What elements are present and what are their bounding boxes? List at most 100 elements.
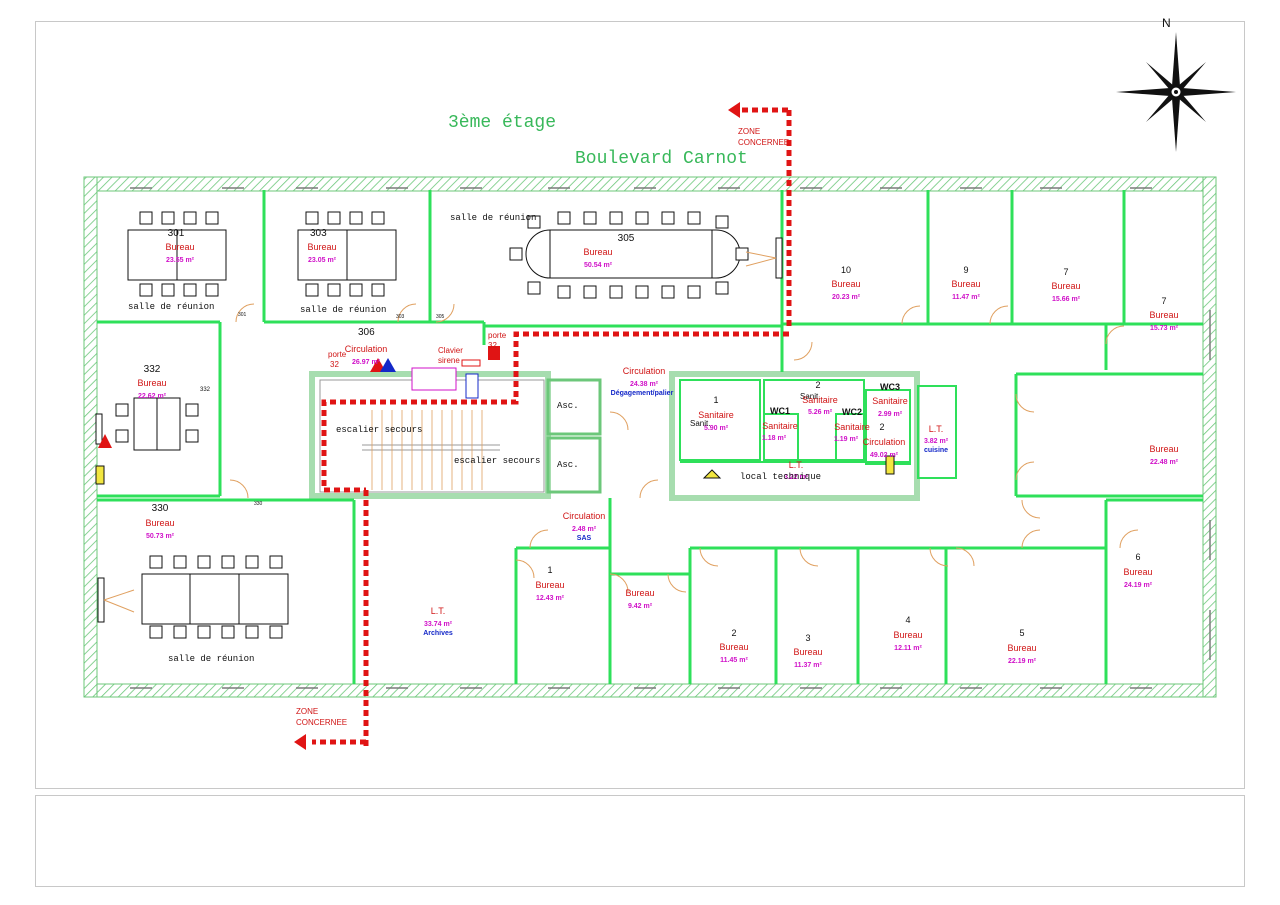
wc3-number: WC3 [880,382,900,392]
zone-label-top-2: CONCERNEE [738,138,789,147]
projector-screens [95,237,783,623]
lt-small-type: L.T. [929,424,944,434]
wc1-number: WC1 [770,406,790,416]
outer-walls [83,176,1217,698]
room-305-area: 50.54 m² [584,262,613,269]
room-303-note: salle de réunion [300,305,386,315]
door-332-label: 332 [200,387,211,393]
sanitaire-2-type: Sanitaire [802,395,838,405]
room-330-note: salle de réunion [168,654,254,664]
room-330-type: Bureau [145,518,174,528]
zone-label-bottom-2: CONCERNEE [296,718,347,727]
room-7a-area: 15.66 m² [1052,296,1081,303]
bureau-4-number: 4 [905,615,910,625]
lt-small-area: 3.82 m² [924,438,949,445]
room-301-note: salle de réunion [128,302,214,312]
bureau-1-type: Bureau [535,580,564,590]
room-305-type: Bureau [583,247,612,257]
zone-label-bottom-1: ZONE [296,707,318,716]
bureau-2-area: 11.45 m² [720,657,748,664]
lift-a-label: Asc. [557,401,579,411]
bureau-1-number: 1 [547,565,552,575]
room-332-type: Bureau [137,378,166,388]
elevator-shafts [546,378,602,494]
bureau-5-type: Bureau [1007,643,1036,653]
stairs-label-b: escalier secours [454,456,540,466]
sas-type: Circulation [563,511,606,521]
room-332-area: 22.62 m² [138,393,167,400]
lt-small-note: cuisine [924,447,948,454]
furniture [115,211,749,639]
north-label: N [1162,16,1171,30]
sanitaire-2-area: 5.26 m² [808,409,833,416]
sirene-label: sirene [438,356,460,365]
clavier-label: Clavier [438,346,463,355]
bureau-4-area: 12.11 m² [894,645,922,652]
archives-area: 33.74 m² [424,621,453,628]
bureau-3-type: Bureau [793,647,822,657]
sas-area: 2.48 m² [572,526,597,533]
door-swings [229,303,1139,593]
porte-b-number: 32 [488,341,497,350]
stairs-label-a: escalier secours [336,425,422,435]
room-303-number: 303 [310,228,327,239]
room-9-area: 11.47 m² [952,294,980,301]
room-9-number: 9 [963,265,968,275]
wc3-type: Sanitaire [872,396,908,406]
circ2-type: Circulation [863,437,906,447]
room-7a-number: 7 [1063,267,1068,277]
wc2-number: WC2 [842,407,862,417]
circ2-number: 2 [879,422,884,432]
room-7b-number: 7 [1161,296,1166,306]
bureau-small-type: Bureau [625,588,654,598]
safety-equipment [95,346,895,485]
zone-label-top-1: ZONE [738,127,760,136]
bureau-2-type: Bureau [719,642,748,652]
room-306-area: 26.97 m² [352,359,381,366]
door-330-label: 330 [254,501,263,507]
circ2-area: 49.02 m² [870,452,899,459]
door-301-label: 301 [238,312,247,318]
bureau-east-type: Bureau [1149,444,1178,454]
bureau-6-number: 6 [1135,552,1140,562]
interior-walls [97,190,1203,684]
sanitaire-1-number: 1 [713,395,718,405]
room-9-type: Bureau [951,279,980,289]
sanitary-block [679,379,957,479]
room-10-area: 20.23 m² [832,294,861,301]
room-332-number: 332 [144,364,161,375]
bureau-6-type: Bureau [1123,567,1152,577]
room-7b-type: Bureau [1149,310,1178,320]
bureau-5-area: 22.19 m² [1008,658,1037,665]
wc1-type: Sanitaire [762,421,798,431]
room-7a-type: Bureau [1051,281,1080,291]
sanitaire-2-note: Sanit. [800,392,820,401]
sanitaire-1-type: Sanitaire [698,410,734,420]
bureau-3-number: 3 [805,633,810,643]
bureau-4-type: Bureau [893,630,922,640]
room-306-circulation: Circulation [345,344,388,354]
circulation-main-type: Circulation [623,366,666,376]
wc2-area: 1.19 m² [834,436,859,443]
bureau-small-area: 9.42 m² [628,603,653,610]
room-306-number: 306 [358,327,375,338]
title-block-frame [35,795,1245,887]
wc3-area: 2.99 m² [878,411,903,418]
bureau-6-area: 24.19 m² [1124,582,1153,589]
street-name: Boulevard Carnot [575,149,748,169]
bureau-1-area: 12.43 m² [536,595,565,602]
evacuation-route [312,107,792,746]
circulation-main-note: Dégagement/palier [611,390,674,397]
wc1-area: 1.18 m² [762,435,787,442]
circulation-main-area: 24.38 m² [630,381,659,388]
bureau-3-area: 11.37 m² [794,662,822,669]
plan-frame [35,21,1245,789]
sanitaire-2-number: 2 [815,380,820,390]
lt-tech-area: 3.22 m² [784,474,809,481]
room-10-type: Bureau [831,279,860,289]
room-303-area: 23.05 m² [308,257,337,264]
bureau-2-number: 2 [731,628,736,638]
bureau-east-area: 22.48 m² [1150,459,1179,466]
wc2-type: Sanitaire [834,422,870,432]
